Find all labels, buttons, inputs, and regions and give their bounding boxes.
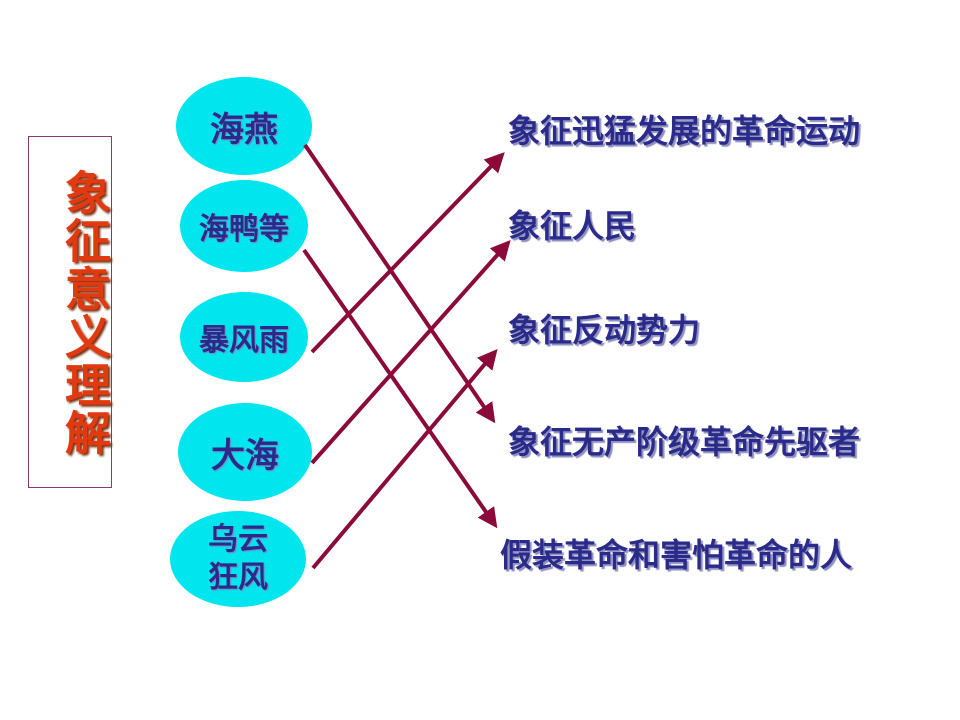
symbol-label: 海燕	[210, 109, 278, 150]
meaning-people: 象征人民	[508, 207, 637, 245]
meaning-reactionary-forces: 象征反动势力	[508, 311, 701, 349]
meaning-revolution-movement: 象征迅猛发展的革命运动	[508, 112, 861, 150]
symbol-clouds-wind: 乌云 狂风	[170, 511, 306, 607]
meaning-pioneers: 象征无产阶级革命先驱者	[508, 423, 861, 461]
connector-arrow-1	[303, 143, 496, 424]
symbol-label: 乌云 狂风	[208, 522, 268, 595]
symbol-label: 暴风雨	[199, 323, 289, 358]
symbol-seabirds: 海鸭等	[180, 180, 308, 272]
title-box: 象征意义理解	[28, 136, 112, 488]
connector-arrow-2	[302, 248, 498, 529]
symbol-petrel: 海燕	[176, 77, 312, 175]
meaning-fake-revolutionaries: 假装革命和害怕革命的人	[500, 536, 853, 574]
diagram-title: 象征意义理解	[58, 169, 112, 457]
symbol-storm: 暴风雨	[180, 292, 308, 382]
connector-arrow-4	[310, 240, 511, 465]
symbol-label: 海鸭等	[199, 212, 289, 247]
connector-arrow-5	[311, 348, 498, 570]
connector-arrow-3	[310, 152, 505, 354]
symbol-sea: 大海	[178, 403, 312, 501]
symbol-label: 大海	[211, 435, 279, 476]
